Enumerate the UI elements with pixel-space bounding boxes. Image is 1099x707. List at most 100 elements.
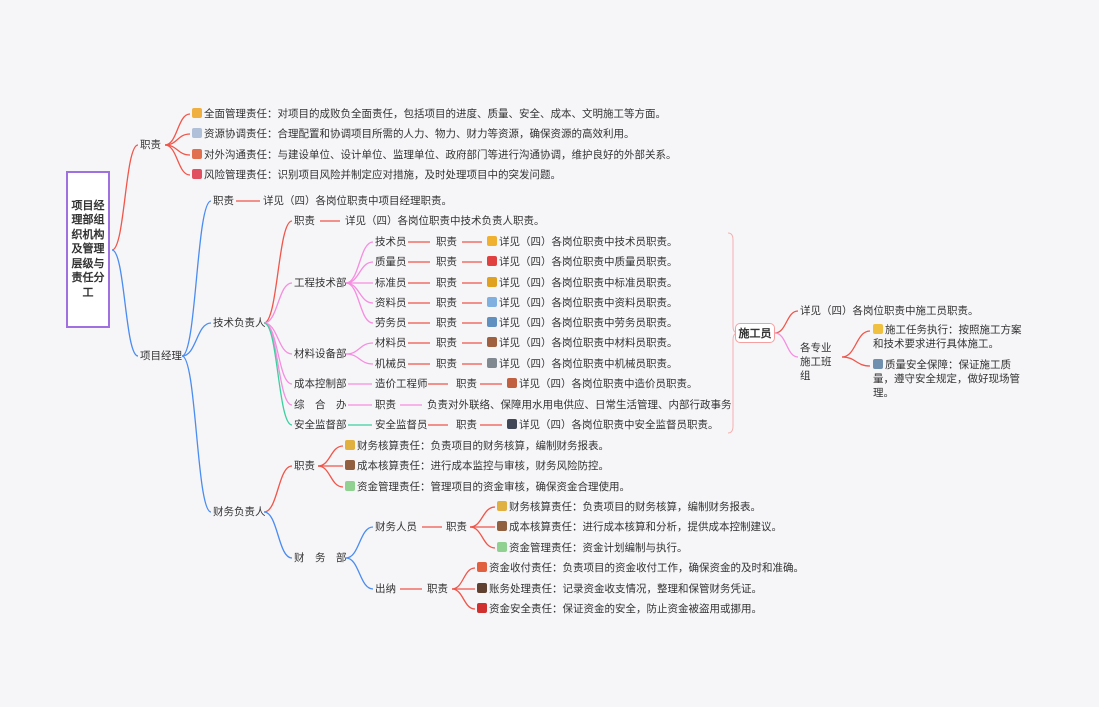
role-duty[interactable]: 职责 — [436, 235, 457, 249]
connector — [111, 249, 139, 357]
tech-lead-node[interactable]: 技术负责人 — [213, 316, 266, 330]
safety-dept-node[interactable]: 安全监督部 — [294, 418, 347, 432]
worker-duty-text-label: 详见（四）各岗位职责中施工员职责。 — [800, 305, 979, 317]
duty-item[interactable]: 全面管理责任：对项目的成败负全面责任，包括项目的进度、质量、安全、成本、文明施工… — [192, 107, 666, 121]
role-duty-text[interactable]: 详见（四）各岗位职责中安全监督员职责。 — [507, 418, 719, 432]
pm-duty-node[interactable]: 职责 — [213, 194, 234, 208]
role-node[interactable]: 技术员 — [375, 235, 407, 249]
tech-duty-text[interactable]: 详见（四）各岗位职责中技术负责人职责。 — [345, 214, 545, 228]
connector — [263, 220, 293, 324]
material-dept-node-label: 材料设备部 — [294, 348, 347, 360]
staff-duty-item-label: 成本核算责任：进行成本核算和分析，提供成本控制建议。 — [509, 521, 782, 533]
staff-duty-item[interactable]: 资金管理责任：资金计划编制与执行。 — [497, 541, 688, 555]
role-node[interactable]: 安全监督员 — [375, 418, 428, 432]
role-duty-text[interactable]: 详见（四）各岗位职责中资料员职责。 — [487, 296, 678, 310]
role-duty-text-label: 详见（四）各岗位职责中质量员职责。 — [499, 256, 678, 268]
staff-duty-item[interactable]: 成本核算责任：进行成本核算和分析，提供成本控制建议。 — [497, 520, 782, 534]
cost-dept-node[interactable]: 成本控制部 — [294, 377, 347, 391]
engineering-dept-node[interactable]: 工程技术部 — [294, 276, 347, 290]
tech-duty-node[interactable]: 职责 — [294, 214, 315, 228]
engineering-dept-node-label: 工程技术部 — [294, 277, 347, 289]
finance-lead-node[interactable]: 财务负责人 — [213, 505, 266, 519]
pm-duty-text[interactable]: 详见（四）各岗位职责中项目经理职责。 — [263, 194, 452, 208]
duty-item-label: 对外沟通责任：与建设单位、设计单位、监理单位、政府部门等进行沟通协调，维护良好的… — [204, 149, 677, 161]
connector — [317, 445, 344, 467]
role-duty-text[interactable]: 详见（四）各岗位职责中机械员职责。 — [487, 357, 678, 371]
connector — [181, 355, 212, 513]
role-node[interactable]: 机械员 — [375, 357, 407, 371]
staff-duty[interactable]: 职责 — [446, 520, 467, 534]
role-duty-text[interactable]: 详见（四）各岗位职责中标准员职责。 — [487, 276, 678, 290]
finance-duty-item-label: 资金管理责任：管理项目的资金审核，确保资金合理使用。 — [357, 481, 630, 493]
staff-duty-item[interactable]: 财务核算责任：负责项目的财务核算，编制财务报表。 — [497, 500, 761, 514]
wrench-icon — [873, 359, 883, 369]
role-node[interactable]: 劳务员 — [375, 316, 407, 330]
role-duty[interactable]: 职责 — [456, 377, 477, 391]
finance-duty-item[interactable]: 财务核算责任：负责项目的财务核算，编制财务报表。 — [345, 439, 609, 453]
role-node[interactable]: 标准员 — [375, 276, 407, 290]
role-duty-text[interactable]: 详见（四）各岗位职责中劳务员职责。 — [487, 316, 678, 330]
role-duty[interactable]: 职责 — [456, 418, 477, 432]
role-node[interactable]: 材料员 — [375, 336, 407, 350]
worker-duty-text[interactable]: 详见（四）各岗位职责中施工员职责。 — [800, 304, 979, 318]
worker-node[interactable]: 施工员 — [735, 323, 775, 343]
finance-duty-item[interactable]: 资金管理责任：管理项目的资金审核，确保资金合理使用。 — [345, 480, 630, 494]
project-manager-node[interactable]: 项目经理 — [140, 349, 182, 363]
cashier-node[interactable]: 出纳 — [375, 582, 396, 596]
duty-item-label: 全面管理责任：对项目的成败负全面责任，包括项目的进度、质量、安全、成本、文明施工… — [204, 108, 666, 120]
role-duty-text-label: 详见（四）各岗位职责中标准员职责。 — [499, 277, 678, 289]
connector — [263, 511, 293, 559]
material-dept-node[interactable]: 材料设备部 — [294, 347, 347, 361]
tech-lead-node-label: 技术负责人 — [213, 317, 266, 329]
role-duty-text[interactable]: 详见（四）各岗位职责中技术员职责。 — [487, 235, 678, 249]
role-duty[interactable]: 职责 — [436, 316, 457, 330]
role-duty[interactable]: 职责 — [436, 357, 457, 371]
role-duty-text-label: 详见（四）各岗位职责中材料员职责。 — [499, 337, 678, 349]
tech-duty-text-label: 详见（四）各岗位职责中技术负责人职责。 — [345, 215, 545, 227]
office-duty-text[interactable]: 负责对外联络、保障用水用电供应、日常生活管理、内部行政事务 — [427, 398, 732, 412]
role-duty[interactable]: 职责 — [436, 336, 457, 350]
role-duty[interactable]: 职责 — [436, 296, 457, 310]
cashier-duty-item-label: 资金收付责任：负责项目的资金收付工作，确保资金的及时和准确。 — [489, 562, 804, 574]
pm-duties-node[interactable]: 职责 — [140, 138, 161, 152]
finance-duty-item[interactable]: 成本核算责任：进行成本监控与审核，财务风险防控。 — [345, 459, 609, 473]
duty-item[interactable]: 资源协调责任：合理配置和协调项目所需的人力、物力、财力等资源，确保资源的高效利用… — [192, 127, 635, 141]
connector — [345, 282, 374, 324]
role-duty-text[interactable]: 详见（四）各岗位职责中材料员职责。 — [487, 336, 678, 350]
connector — [469, 526, 496, 549]
team-item[interactable]: 质量安全保障：保证施工质量，遵守安全规定，做好现场管理。 — [873, 358, 1028, 400]
role-duty-label: 职责 — [436, 297, 457, 309]
root-node[interactable]: 项目经理部组织机构及管理层级与责任分工 — [66, 171, 110, 328]
connector — [263, 282, 293, 324]
team-node[interactable]: 各专业施工班组 — [800, 342, 832, 382]
cashier-duty-item[interactable]: 账务处理责任：记录资金收支情况，整理和保管财务凭证。 — [477, 582, 762, 596]
duty-item[interactable]: 风险管理责任：识别项目风险并制定应对措施，及时处理项目中的突发问题。 — [192, 168, 561, 182]
connector — [263, 322, 293, 426]
connector — [345, 353, 374, 365]
ruler-icon — [487, 236, 497, 246]
cashier-duty-item[interactable]: 资金安全责任：保证资金的安全，防止资金被盗用或挪用。 — [477, 602, 762, 616]
role-node[interactable]: 质量员 — [375, 255, 407, 269]
cashier-duty-item[interactable]: 资金收付责任：负责项目的资金收付工作，确保资金的及时和准确。 — [477, 561, 804, 575]
role-duty-label: 职责 — [436, 256, 457, 268]
finance-staff-node[interactable]: 财务人员 — [375, 520, 417, 534]
team-item[interactable]: 施工任务执行：按照施工方案和技术要求进行具体施工。 — [873, 323, 1028, 351]
staff-duty-label: 职责 — [446, 521, 467, 533]
finance-dept-node[interactable]: 财 务 部 — [294, 551, 347, 565]
team-item-label: 质量安全保障：保证施工质量，遵守安全规定，做好现场管理。 — [873, 359, 1020, 399]
duty-item[interactable]: 对外沟通责任：与建设单位、设计单位、监理单位、政府部门等进行沟通协调，维护良好的… — [192, 148, 677, 162]
role-duty[interactable]: 职责 — [436, 276, 457, 290]
tech-duty-node-label: 职责 — [294, 215, 315, 227]
role-node[interactable]: 资料员 — [375, 296, 407, 310]
role-duty-text[interactable]: 详见（四）各岗位职责中质量员职责。 — [487, 255, 678, 269]
office-node[interactable]: 综 合 办 — [294, 398, 347, 412]
role-node[interactable]: 造价工程师 — [375, 377, 428, 391]
role-duty-text[interactable]: 详见（四）各岗位职责中造价员职责。 — [507, 377, 698, 391]
risk-icon — [192, 169, 202, 179]
cashier-duty[interactable]: 职责 — [427, 582, 448, 596]
finance-duty-node[interactable]: 职责 — [294, 459, 315, 473]
office-duty[interactable]: 职责 — [375, 398, 396, 412]
role-duty[interactable]: 职责 — [436, 255, 457, 269]
role-node-label: 劳务员 — [375, 317, 407, 329]
